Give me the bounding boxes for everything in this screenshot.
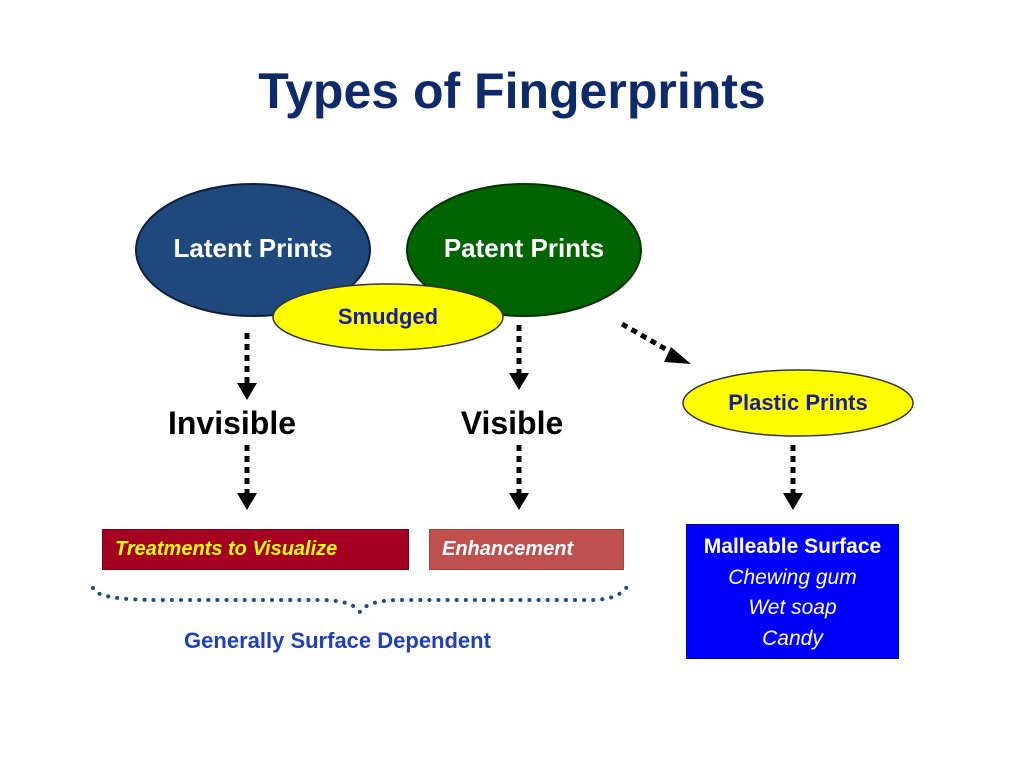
malleable-surface-box: Malleable Surface Chewing gum Wet soap C… xyxy=(686,524,899,659)
surface-brace xyxy=(91,583,630,616)
arrow-patent-to-visible xyxy=(509,325,529,390)
malleable-item: Candy xyxy=(762,626,823,650)
patent-prints-label: Patent Prints xyxy=(443,232,605,263)
arrow-latent-to-invisible xyxy=(237,333,257,400)
latent-prints-label: Latent Prints xyxy=(173,232,333,263)
enhancement-text: Enhancement xyxy=(442,538,574,560)
visible-label: Visible xyxy=(460,404,564,441)
malleable-heading: Malleable Surface xyxy=(703,535,882,558)
arrow-plastic-to-malleable xyxy=(783,445,803,510)
smudged-ellipse xyxy=(272,283,504,351)
latent-prints-ellipse xyxy=(135,183,371,317)
arrow-visible-to-enhancement xyxy=(509,445,529,510)
treatments-box: Treatments to Visualize xyxy=(102,529,409,570)
patent-prints-ellipse xyxy=(406,183,642,317)
surface-dependent-caption: Generally Surface Dependent xyxy=(184,628,491,653)
invisible-label: Invisible xyxy=(167,404,297,441)
page-title: Types of Fingerprints xyxy=(258,63,766,119)
plastic-prints-ellipse xyxy=(682,369,914,437)
treatments-text: Treatments to Visualize xyxy=(115,538,338,560)
smudged-label: Smudged xyxy=(337,304,439,329)
arrow-patent-to-plastic xyxy=(620,321,691,364)
malleable-item: Wet soap xyxy=(748,596,837,619)
plastic-prints-label: Plastic Prints xyxy=(728,390,868,415)
malleable-item: Chewing gum xyxy=(728,565,857,589)
enhancement-box: Enhancement xyxy=(429,529,624,570)
arrow-invisible-to-treatments xyxy=(237,445,257,510)
